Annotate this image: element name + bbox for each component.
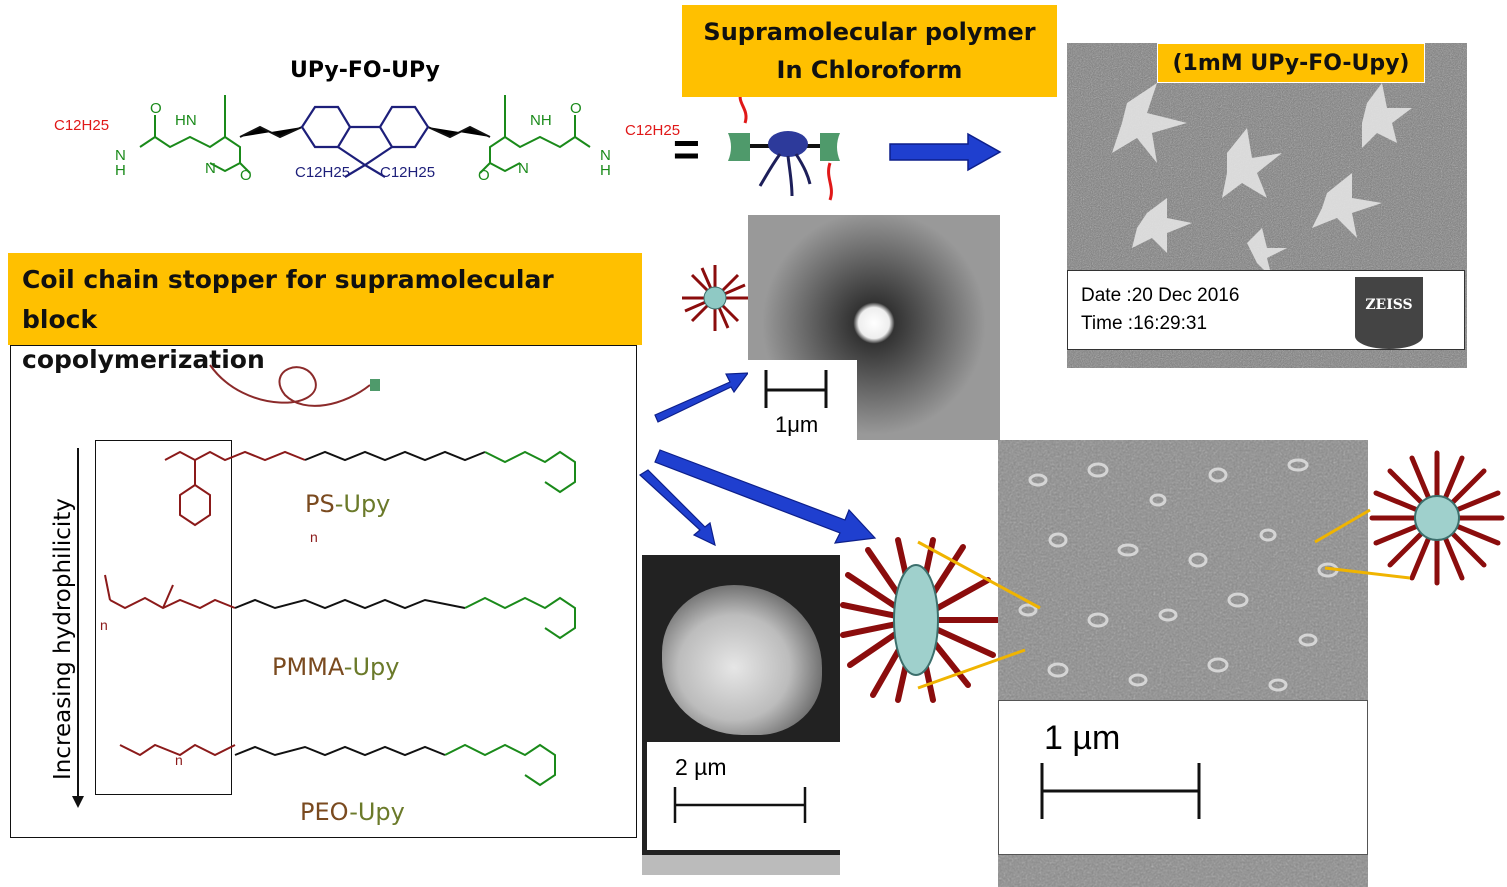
scale-label: 1 µm (1044, 719, 1121, 757)
polymer-structures: n n n (100, 450, 576, 787)
atom-label: H (115, 162, 126, 179)
arrow-right-icon (889, 132, 1002, 172)
atom-label: O (150, 100, 162, 117)
spherical-micelle-micrograph: 1μm (748, 215, 1000, 440)
aggregate-blob (662, 585, 822, 735)
repeat-unit-n: n (100, 617, 108, 633)
atom-label: O (570, 100, 582, 117)
sem-concentration-label: (1mM UPy-FO-Upy) (1157, 43, 1425, 83)
atom-label: O (478, 167, 490, 184)
arrow-to-aggregate-icon (639, 469, 716, 547)
arrow-to-ellipsoid-icon (654, 449, 877, 544)
scale-bar (673, 787, 807, 823)
callout-line: Coil chain stopper for supramolecular bl… (22, 265, 554, 334)
upy-fo-upy-structure: N H O HN N O NH N O O N H C12H25 C12H25 … (54, 95, 680, 184)
polymer-suffix: -Upy (349, 798, 405, 826)
zoom-connector-lines (917, 508, 1411, 690)
spherical-micelle-large-icon (1369, 450, 1505, 586)
scale-bar (764, 370, 828, 408)
atom-label: HN (175, 112, 197, 129)
polymer-name: PMMA (272, 653, 344, 681)
supramolecular-polymer-callout: Supramolecular polymer In Chloroform (682, 5, 1057, 97)
atom-label: N (600, 147, 611, 164)
pmma-upy-label: PMMA-Upy (272, 653, 399, 681)
scale-bar-panel: 1 µm (998, 700, 1368, 855)
equals-sign: = (673, 123, 700, 175)
aggregate-micrograph: 2 µm (642, 555, 840, 875)
arrow-to-spherical-icon (654, 372, 750, 423)
alkyl-label: C12H25 (54, 117, 109, 134)
polymer-name: PEO (300, 798, 350, 826)
ellipsoid-micelle-micrograph: 1 µm (998, 440, 1368, 887)
spherical-micelle-icon (682, 265, 748, 331)
scale-bar-panel: 1μm (748, 360, 857, 440)
callout-line: In Chloroform (776, 56, 963, 84)
polymer-name: PS (305, 490, 335, 518)
scale-bar-panel: 2 µm (647, 742, 840, 850)
repeat-unit-n: n (175, 752, 183, 768)
micrograph-strip (642, 855, 840, 875)
atom-label: O (240, 167, 252, 184)
coil-chain-cartoon-icon (209, 364, 380, 407)
sem-date: Date :20 Dec 2016 (1081, 285, 1240, 306)
atom-label: N (205, 160, 216, 177)
polymer-panel (10, 345, 637, 838)
alkyl-label: C12H25 (295, 164, 350, 181)
zeiss-logo: ZEISS (1355, 277, 1423, 349)
atom-label: N (115, 147, 126, 164)
repeat-unit-n: n (310, 529, 318, 545)
arrow-down-icon (72, 448, 84, 808)
alkyl-label: C12H25 (625, 122, 680, 139)
scale-bar (1040, 763, 1201, 819)
ps-upy-label: PS-Upy (305, 490, 390, 518)
molecule-title: UPy-FO-UPy (290, 58, 440, 83)
polymer-suffix: -Upy (343, 653, 400, 681)
scale-label: 1μm (775, 412, 819, 437)
end-group-highlight-box (95, 440, 232, 795)
peo-upy-label: PEO-Upy (300, 798, 405, 826)
alkyl-label: C12H25 (380, 164, 435, 181)
sem-micrograph: (1mM UPy-FO-Upy) Date :20 Dec 2016 Time … (1067, 43, 1467, 368)
callout-line: copolymerization (22, 345, 265, 374)
polymer-suffix: -Upy (334, 490, 391, 518)
atom-label: NH (530, 112, 552, 129)
pathway-arrows (639, 372, 877, 547)
sem-time: Time :16:29:31 (1081, 313, 1208, 334)
atom-label: N (518, 160, 529, 177)
callout-line: Supramolecular polymer (703, 18, 1036, 46)
ellipsoid-micelle-icon (840, 537, 1001, 703)
sem-info-panel: Date :20 Dec 2016 Time :16:29:31 ZEISS (1067, 270, 1465, 350)
scale-label: 2 µm (675, 754, 727, 780)
monomer-cartoon-icon (728, 89, 840, 201)
atom-label: H (600, 162, 611, 179)
coil-chain-stopper-callout: Coil chain stopper for supramolecular bl… (8, 253, 642, 374)
